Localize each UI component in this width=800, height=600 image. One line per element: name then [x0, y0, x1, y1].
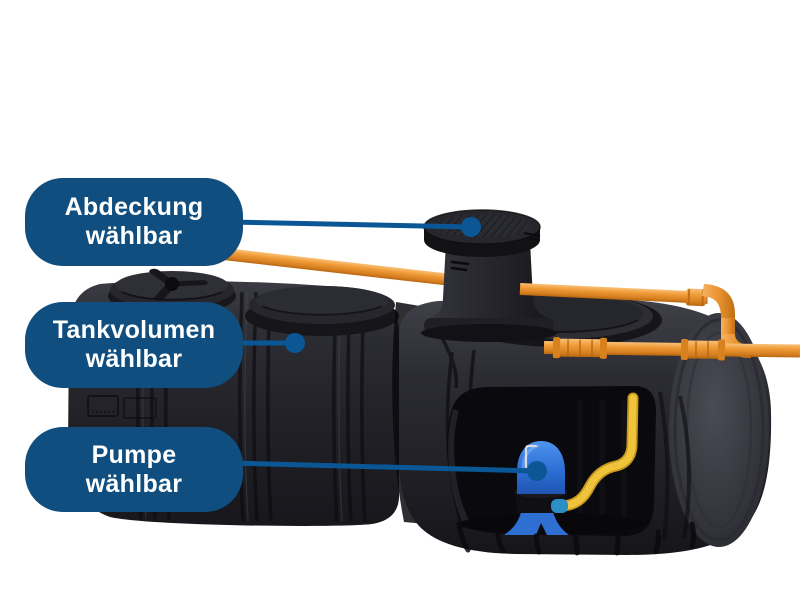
- pipe-lower-run: [543, 337, 800, 361]
- callout-pumpe: Pumpe wählbar: [25, 427, 243, 512]
- leader-line-pumpe: [227, 460, 540, 474]
- leader-dot-abdeckung: [461, 217, 481, 237]
- tank-rib-grooves: [136, 290, 367, 523]
- callout-line-1: Pumpe: [91, 440, 177, 469]
- pump-base: [504, 512, 569, 535]
- callout-line-2: wählbar: [85, 222, 183, 250]
- pipe-elbow-top: [702, 284, 735, 322]
- leader-line-abdeckung: [227, 219, 474, 230]
- tank-neck: [421, 242, 557, 342]
- lid-center-hole: [165, 277, 179, 291]
- leader-dot-tankvolumen: [285, 333, 305, 353]
- cover-notch: [523, 232, 541, 241]
- flat-lid-left: [245, 286, 399, 336]
- manhole-cover: [423, 209, 541, 257]
- hose-elbow-fitting: [551, 499, 568, 513]
- callout-line-2: wählbar: [85, 469, 183, 498]
- pipe-coupling: [683, 340, 723, 359]
- callout-tankvolumen: Tankvolumen wählbar: [25, 302, 243, 388]
- pipe-top-left: [214, 247, 473, 289]
- callout-line-2: wählbar: [85, 345, 183, 373]
- tank-vent-detail: [87, 395, 119, 417]
- callout-line-1: Abdeckung: [64, 193, 204, 221]
- callout-line-1: Tankvolumen: [52, 316, 216, 344]
- callout-abdeckung: Abdeckung wählbar: [25, 178, 243, 266]
- leader-dot-pumpe: [527, 461, 547, 481]
- pump-clip-wire: [524, 444, 538, 469]
